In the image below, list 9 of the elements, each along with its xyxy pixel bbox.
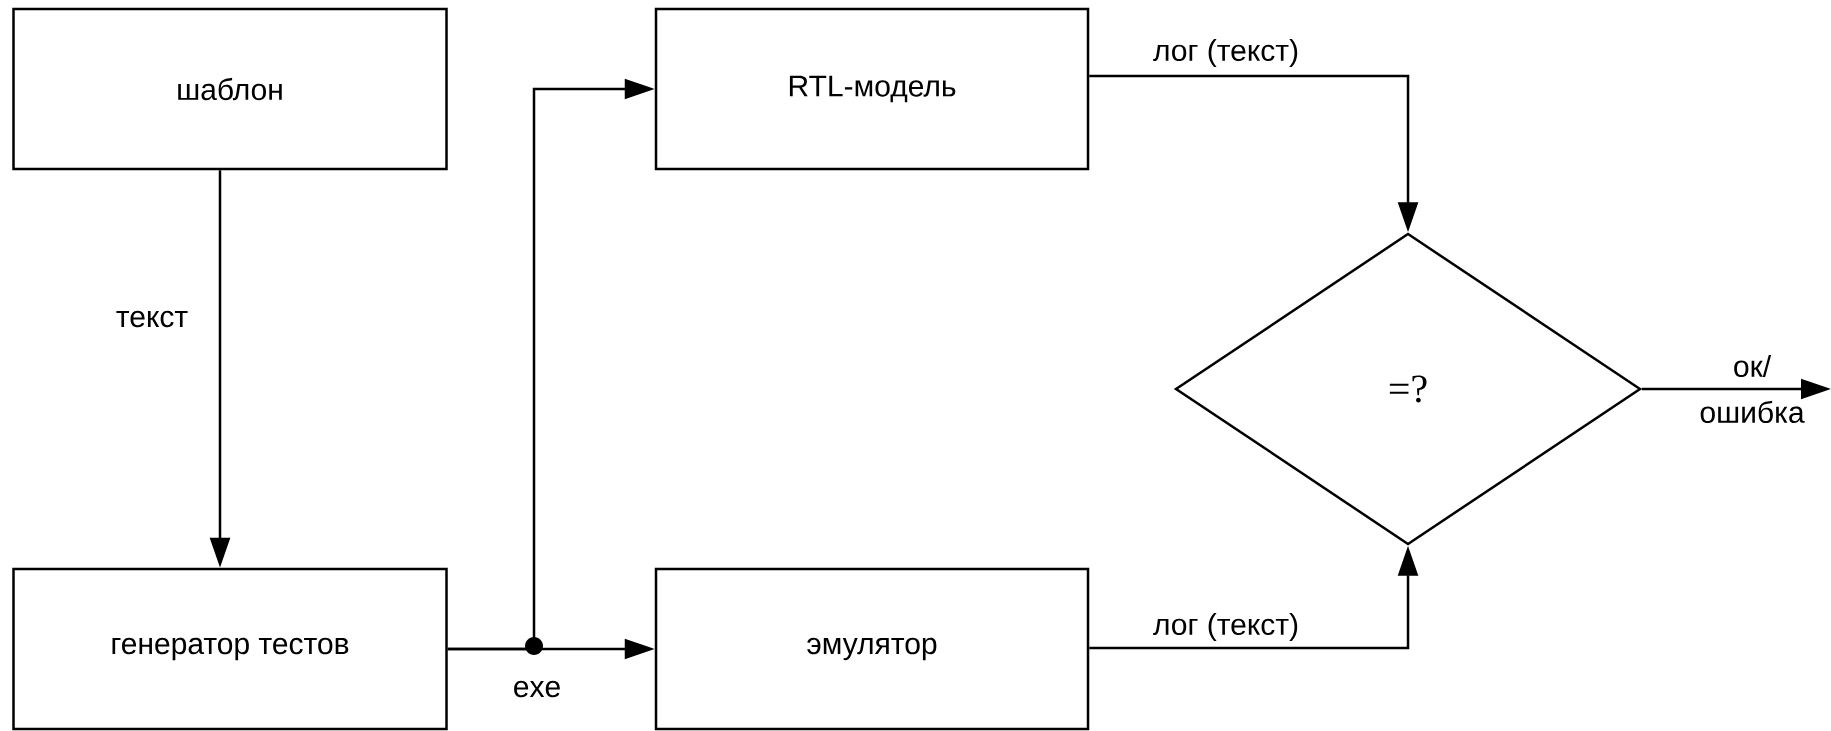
edge-label: текст xyxy=(116,310,188,328)
edge-label: exe xyxy=(514,680,560,698)
process-box: шаблон xyxy=(12,7,448,171)
edge-label: лог (текст) xyxy=(1153,39,1298,67)
process-box: RTL-модель xyxy=(654,7,1090,171)
process-box: генератор тестов xyxy=(12,567,448,731)
edge-label: ок/ ошибка xyxy=(1700,355,1805,424)
process-box: эмулятор xyxy=(654,567,1090,731)
edge-label: лог (текст) xyxy=(1153,613,1298,641)
